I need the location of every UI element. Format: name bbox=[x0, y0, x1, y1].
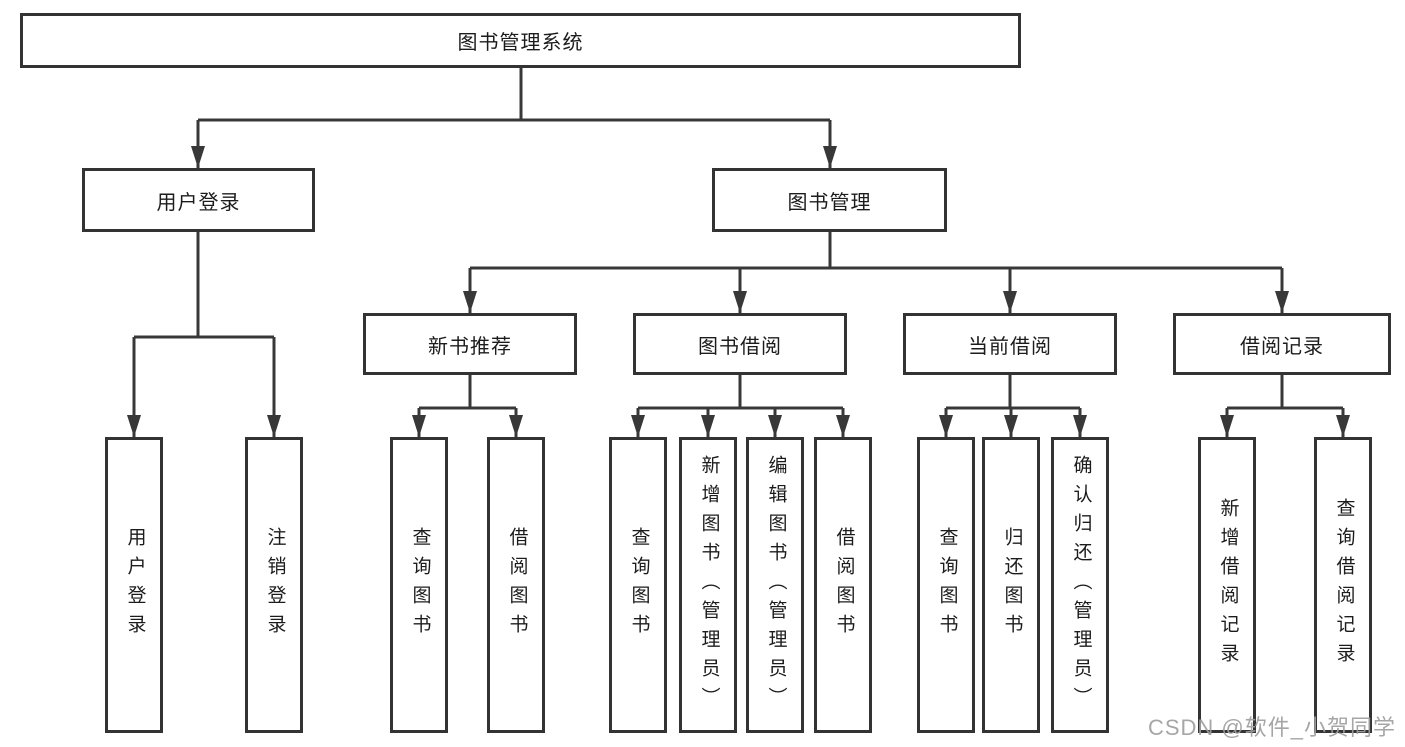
node-label: 新书推荐 bbox=[428, 335, 512, 358]
node-label: 新增借阅记录 bbox=[1217, 498, 1239, 672]
node-label: 图书管理系统 bbox=[457, 32, 584, 54]
leaf-query-books-borrowing: 查询图书 bbox=[609, 437, 667, 733]
node-book-borrowing: 图书借阅 bbox=[633, 313, 847, 375]
node-label: 图书管理 bbox=[787, 191, 872, 214]
leaf-query-borrow-record: 查询借阅记录 bbox=[1314, 437, 1372, 733]
node-label: 图书借阅 bbox=[698, 335, 782, 358]
node-current-borrowing: 当前借阅 bbox=[903, 313, 1117, 375]
node-label: 用户登录 bbox=[156, 191, 241, 214]
leaf-edit-book-admin: 编辑图书（管理员） bbox=[746, 437, 804, 733]
leaf-user-login: 用户登录 bbox=[105, 437, 163, 733]
node-label: 确认归还（管理员） bbox=[1070, 454, 1092, 716]
node-label: 借阅图书 bbox=[833, 527, 855, 643]
node-new-book-recommendation: 新书推荐 bbox=[363, 313, 577, 375]
leaf-logout: 注销登录 bbox=[245, 437, 303, 733]
node-label: 用户登录 bbox=[124, 527, 146, 643]
node-label: 归还图书 bbox=[1001, 527, 1023, 643]
leaf-query-books-recommend: 查询图书 bbox=[390, 437, 448, 733]
node-label: 查询图书 bbox=[409, 527, 431, 643]
node-user-login: 用户登录 bbox=[82, 168, 315, 232]
node-label: 注销登录 bbox=[264, 527, 286, 643]
node-label: 编辑图书（管理员） bbox=[765, 454, 787, 716]
leaf-add-borrow-record: 新增借阅记录 bbox=[1198, 437, 1256, 733]
leaf-borrow-books-recommend: 借阅图书 bbox=[487, 437, 545, 733]
leaf-query-books-current: 查询图书 bbox=[917, 437, 975, 733]
node-library-management-system: 图书管理系统 bbox=[20, 13, 1021, 68]
node-book-management: 图书管理 bbox=[712, 168, 947, 232]
leaf-add-book-admin: 新增图书（管理员） bbox=[679, 437, 737, 733]
node-label: 借阅记录 bbox=[1240, 335, 1324, 358]
leaf-borrow-books-borrowing: 借阅图书 bbox=[814, 437, 872, 733]
csdn-watermark: CSDN @软件_小贺同学 bbox=[1147, 715, 1396, 740]
node-label: 借阅图书 bbox=[506, 527, 528, 643]
leaf-return-books: 归还图书 bbox=[982, 437, 1040, 733]
node-label: 查询图书 bbox=[628, 527, 650, 643]
leaf-confirm-return-admin: 确认归还（管理员） bbox=[1051, 437, 1109, 733]
node-label: 新增图书（管理员） bbox=[698, 454, 720, 716]
node-label: 查询图书 bbox=[936, 527, 958, 643]
node-label: 当前借阅 bbox=[968, 335, 1052, 358]
node-borrowing-records: 借阅记录 bbox=[1173, 313, 1391, 375]
node-label: 查询借阅记录 bbox=[1333, 498, 1355, 672]
